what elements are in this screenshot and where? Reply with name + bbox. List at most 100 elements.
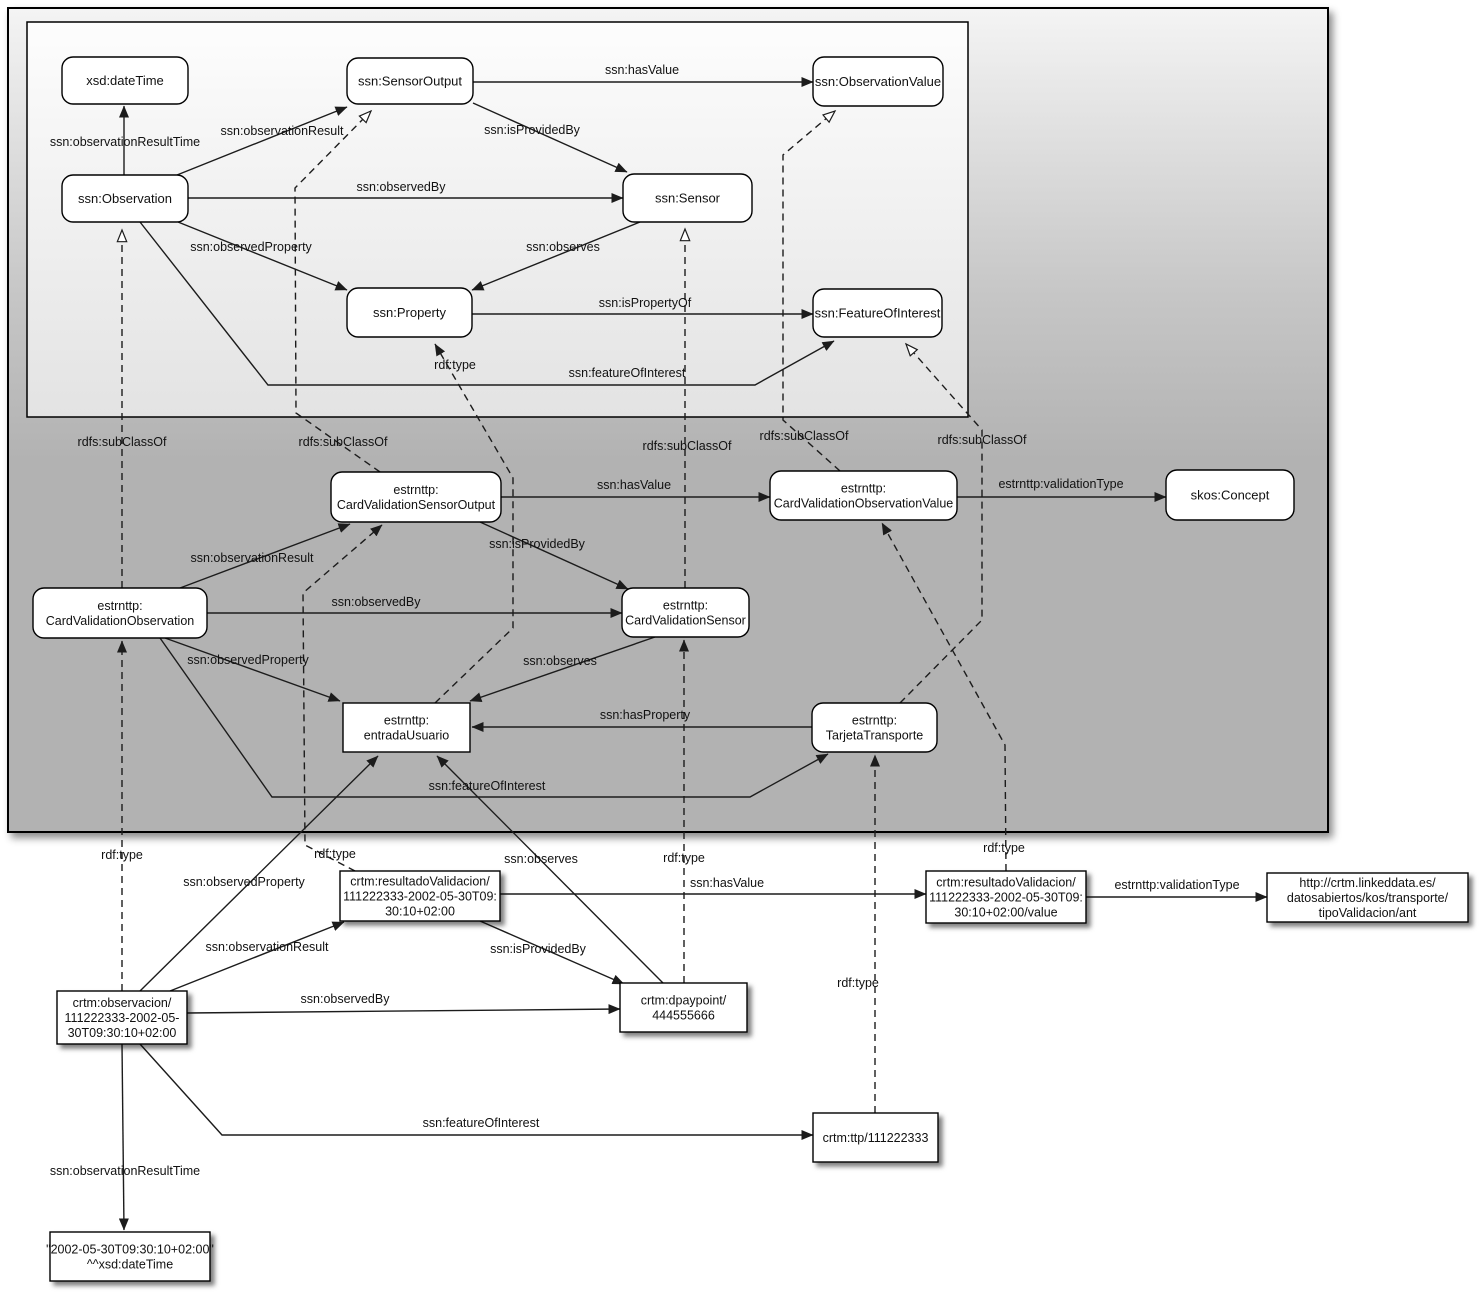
edge-label-mid-featureOfInterest: ssn:featureOfInterest	[429, 779, 546, 793]
node-ssn-Sensor: ssn:Sensor	[622, 173, 753, 223]
edge-label-bot-observedProperty: ssn:observedProperty	[183, 875, 305, 889]
edge-rdftype-entradausuario-property	[434, 343, 514, 704]
node-label-ssn-Property: ssn:Property	[373, 305, 446, 320]
node-label-estrnttp-CardValidationObservation: estrnttp:CardValidationObservation	[46, 599, 195, 628]
node-box-crtm-resultadoValidacion-value	[925, 870, 1087, 924]
node-box-estrnttp-entradaUsuario	[342, 702, 471, 753]
node-box-ssn-Observation	[61, 174, 189, 223]
node-crtm-resultadoValidacion-value: crtm:resultadoValidacion/111222333-2002-…	[925, 870, 1087, 924]
edge-label-top-featureOfInterest: ssn:featureOfInterest	[569, 366, 686, 380]
node-estrnttp-CardValidationSensorOutput: estrnttp:CardValidationSensorOutput	[330, 471, 502, 523]
edge-bot-observationResult	[169, 921, 345, 992]
edge-label-rdftype-entradausuario-property: rdf:type	[434, 358, 476, 372]
edge-label-mid-observedBy: ssn:observedBy	[332, 595, 422, 609]
edge-bot-isProvidedBy	[479, 920, 625, 985]
node-label-crtm-observacion: crtm:observacion/111222333-2002-05-30T09…	[65, 996, 180, 1040]
node-box-crtm-ttp	[812, 1112, 939, 1163]
edge-bot-observedBy	[186, 1004, 621, 1015]
edge-label-rdftype-dpaypoint: rdf:type	[663, 851, 705, 865]
edge-mid-isProvidedBy	[479, 521, 629, 590]
edge-label-subclass-observationvalue: rdfs:subClassOf	[760, 429, 849, 443]
edge-mid-observationResult	[179, 523, 351, 589]
edge-label-subclass-observation: rdfs:subClassOf	[78, 435, 167, 449]
node-box-crtm-tipoValidacion-uri	[1266, 872, 1469, 923]
node-box-estrnttp-CardValidationSensorOutput	[330, 471, 502, 523]
edge-top-observes	[471, 221, 641, 291]
edge-bot-observes	[436, 755, 664, 984]
node-estrnttp-CardValidationSensor: estrnttp:CardValidationSensor	[621, 587, 750, 638]
node-box-ssn-Sensor	[622, 173, 753, 223]
node-label-estrnttp-TarjetaTransporte: estrnttp:TarjetaTransporte	[826, 713, 924, 742]
edge-top-featureOfInterest	[139, 221, 835, 386]
edge-label-top-hasValue: ssn:hasValue	[605, 63, 679, 77]
edge-label-subclass-featureofinterest: rdfs:subClassOf	[938, 433, 1027, 447]
node-label-xsd-dateTime: xsd:dateTime	[86, 73, 164, 88]
edge-label-bot-validationType: estrnttp:validationType	[1114, 878, 1239, 892]
edge-label-rdftype-observacion: rdf:type	[101, 848, 143, 862]
edge-label-top-isProvidedBy: ssn:isProvidedBy	[484, 123, 581, 137]
edge-rdftype-value	[881, 522, 1007, 872]
edge-bot-observationResultTime	[118, 1043, 129, 1231]
node-box-estrnttp-CardValidationObservation	[32, 587, 208, 639]
node-estrnttp-entradaUsuario: estrnttp:entradaUsuario	[342, 702, 471, 753]
node-label-crtm-resultadoValidacion: crtm:resultadoValidacion/111222333-2002-…	[343, 874, 497, 918]
node-crtm-dpaypoint: crtm:dpaypoint/444555666	[619, 982, 748, 1033]
edge-label-bot-observes: ssn:observes	[504, 852, 578, 866]
edge-label-mid-observationResult: ssn:observationResult	[191, 551, 315, 565]
edge-label-bot-isProvidedBy: ssn:isProvidedBy	[490, 942, 587, 956]
node-crtm-resultadoValidacion: crtm:resultadoValidacion/111222333-2002-…	[339, 870, 501, 922]
edge-label-subclass-sensoroutput: rdfs:subClassOf	[299, 435, 388, 449]
edge-top-isProvidedBy	[472, 102, 628, 173]
edge-subclass-sensoroutput	[294, 111, 381, 473]
node-box-ssn-ObservationValue	[812, 56, 944, 107]
edge-mid-observedProperty	[164, 637, 341, 702]
node-label-ssn-FeatureOfInterest: ssn:FeatureOfInterest	[815, 306, 941, 321]
node-skos-Concept: skos:Concept	[1165, 469, 1295, 521]
edge-label-bot-observationResultTime: ssn:observationResultTime	[50, 1164, 200, 1178]
edge-label-mid-hasValue: ssn:hasValue	[597, 478, 671, 492]
node-box-ssn-SensorOutput	[346, 57, 474, 105]
node-label-crtm-tipoValidacion-uri: http://crtm.linkeddata.es/datosabiertos/…	[1287, 876, 1449, 920]
node-label-crtm-ttp: crtm:ttp/111222333	[823, 1131, 929, 1145]
edge-subclass-observationvalue	[782, 111, 841, 472]
node-ssn-Observation: ssn:Observation	[61, 174, 189, 223]
node-box-skos-Concept	[1165, 469, 1295, 521]
edge-subclass-featureofinterest	[899, 344, 983, 704]
node-label-estrnttp-CardValidationSensor: estrnttp:CardValidationSensor	[625, 598, 746, 627]
node-label-estrnttp-entradaUsuario: estrnttp:entradaUsuario	[364, 713, 450, 742]
edge-bot-observedProperty	[139, 755, 379, 992]
edge-label-mid-hasProperty: ssn:hasProperty	[600, 708, 691, 722]
node-crtm-tipoValidacion-uri: http://crtm.linkeddata.es/datosabiertos/…	[1266, 872, 1469, 923]
node-label-crtm-dpaypoint: crtm:dpaypoint/444555666	[641, 993, 727, 1022]
node-ssn-SensorOutput: ssn:SensorOutput	[346, 57, 474, 105]
edge-rdftype-resultado	[302, 524, 383, 872]
edge-label-rdftype-resultado: rdf:type	[314, 847, 356, 861]
node-ssn-ObservationValue: ssn:ObservationValue	[812, 56, 944, 107]
node-xsd-dateTime: xsd:dateTime	[61, 56, 189, 105]
edge-top-observationResult	[176, 106, 348, 176]
node-label-ssn-Observation: ssn:Observation	[78, 191, 172, 206]
edge-mid-featureOfInterest	[159, 637, 829, 798]
node-label-crtm-resultadoValidacion-value: crtm:resultadoValidacion/111222333-2002-…	[929, 875, 1083, 919]
node-box-estrnttp-TarjetaTransporte	[811, 702, 938, 753]
node-crtm-observacion: crtm:observacion/111222333-2002-05-30T09…	[56, 990, 188, 1045]
node-box-estrnttp-CardValidationSensor	[621, 587, 750, 638]
node-box-ssn-FeatureOfInterest	[812, 288, 943, 338]
node-label-ssn-ObservationValue: ssn:ObservationValue	[815, 74, 941, 89]
node-datetime-literal: "2002-05-30T09:30:10+02:00"^^xsd:dateTim…	[46, 1231, 214, 1282]
edge-label-top-observationResultTime: ssn:observationResultTime	[50, 135, 200, 149]
edge-label-bot-hasValue: ssn:hasValue	[690, 876, 764, 890]
node-estrnttp-TarjetaTransporte: estrnttp:TarjetaTransporte	[811, 702, 938, 753]
edge-top-observedProperty	[177, 221, 348, 291]
edge-label-top-observedBy: ssn:observedBy	[357, 180, 447, 194]
node-box-ssn-Property	[346, 287, 473, 338]
edge-label-top-observedProperty: ssn:observedProperty	[190, 240, 312, 254]
node-estrnttp-CardValidationObservation: estrnttp:CardValidationObservation	[32, 587, 208, 639]
edge-label-bot-observedBy: ssn:observedBy	[301, 992, 391, 1006]
edge-label-mid-isProvidedBy: ssn:isProvidedBy	[489, 537, 586, 551]
edge-label-bot-observationResult: ssn:observationResult	[206, 940, 330, 954]
node-label-datetime-literal: "2002-05-30T09:30:10+02:00"^^xsd:dateTim…	[46, 1242, 214, 1271]
edge-bot-featureOfInterest	[139, 1043, 814, 1140]
